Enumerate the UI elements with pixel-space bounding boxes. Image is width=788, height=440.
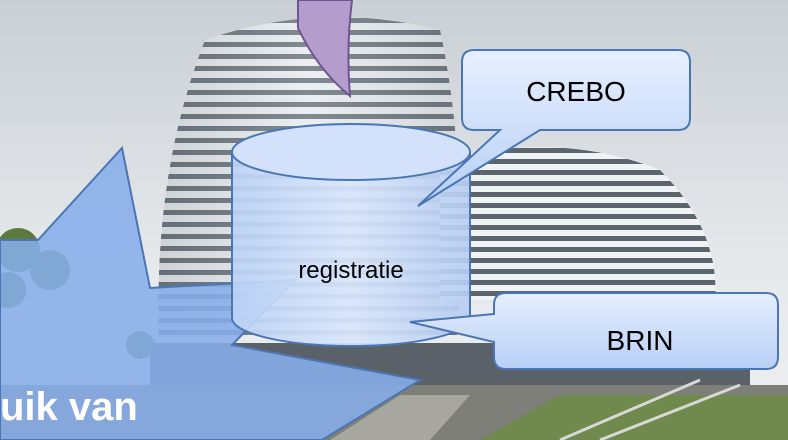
cylinder-shape: registratie [231,123,471,347]
partial-heading-text: uik van [0,385,138,429]
callout-crebo: CREBO [417,49,691,207]
callout-brin: BRIN [409,292,779,370]
cylinder-label: registratie [298,257,403,284]
callout-crebo-label: CREBO [526,76,626,107]
purple-arrow-shape [297,0,354,99]
callout-brin-label: BRIN [607,325,674,356]
